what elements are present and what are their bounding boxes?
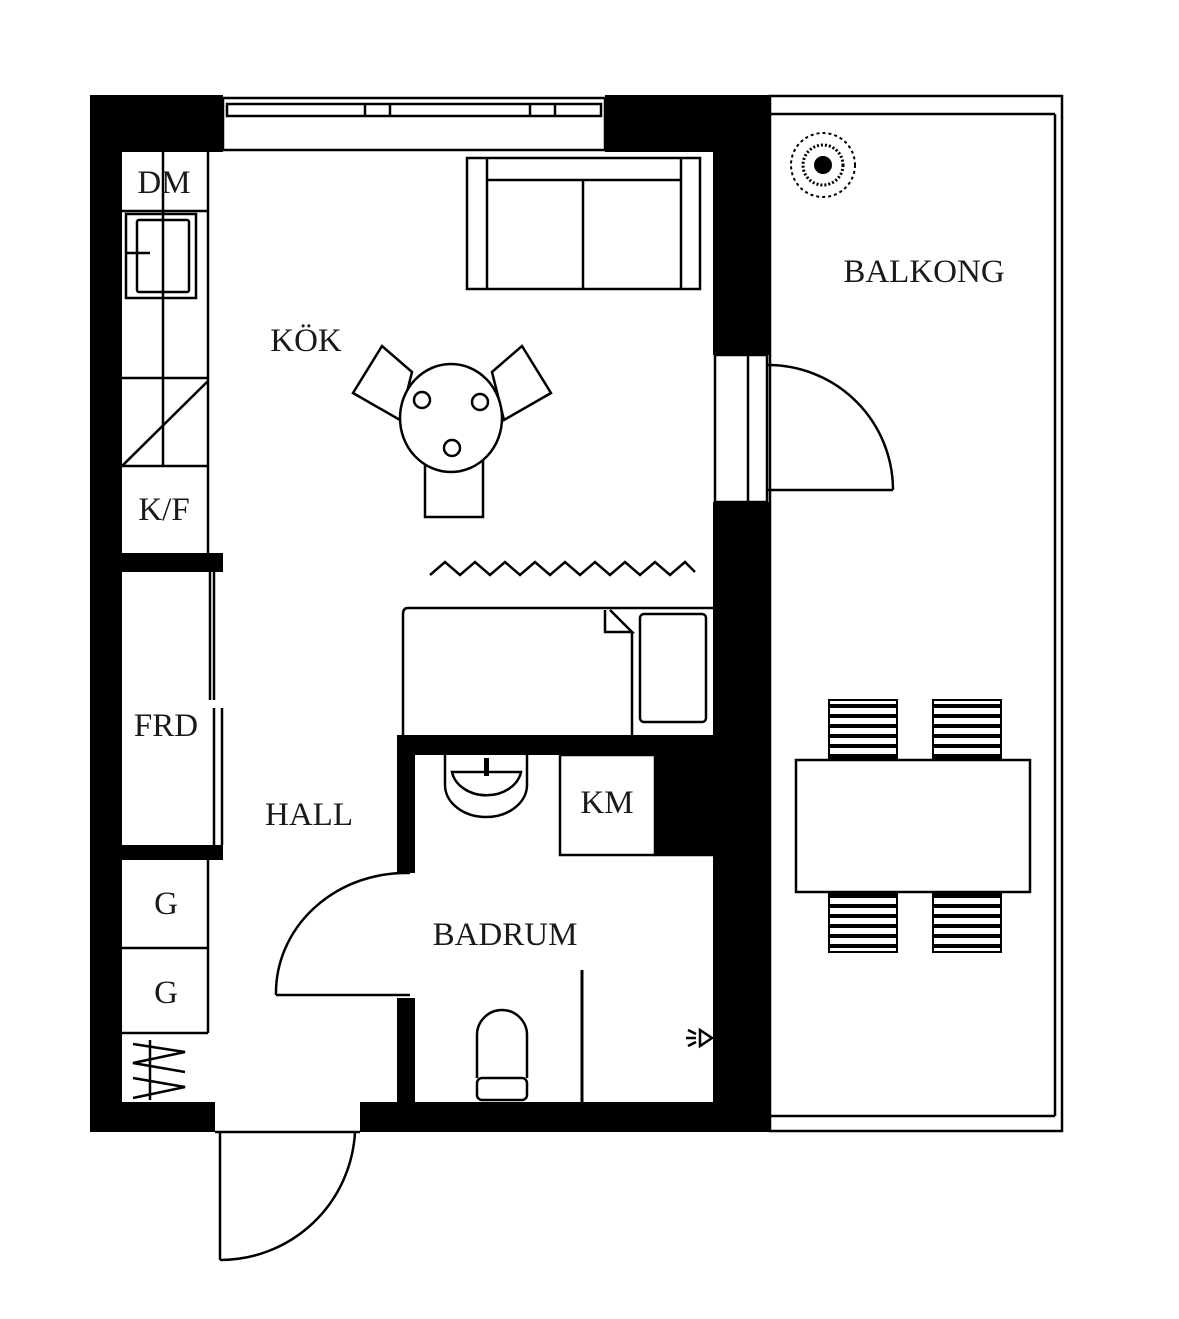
label-wardrobe-1: G: [154, 886, 178, 922]
sink-icon: [443, 755, 529, 819]
kitchen-counter: [121, 152, 210, 553]
washing-machine: [558, 753, 657, 857]
radiator-icon: [429, 560, 696, 577]
storage-doors: [208, 572, 224, 845]
chair-icon: [828, 699, 898, 759]
entry-door-swing-icon[interactable]: [215, 1130, 360, 1262]
bathroom-door-swing-icon[interactable]: [274, 871, 411, 997]
toilet-icon: [475, 1008, 529, 1102]
shower-head-icon: [686, 1027, 715, 1049]
room-label-balcony: BALKONG: [843, 254, 1004, 290]
label-dishwasher: DM: [137, 165, 190, 201]
stove-icon: [121, 380, 209, 467]
walls: [90, 95, 770, 1132]
balcony: [768, 94, 1064, 1133]
sink-icon: [124, 212, 198, 300]
chair-icon: [932, 893, 1002, 953]
round-table-icon: [351, 344, 553, 519]
wardrobes: [122, 860, 210, 1100]
window: [221, 96, 607, 152]
label-fridge-freezer: K/F: [138, 492, 189, 528]
bed-icon: [401, 606, 713, 735]
hanger-rail-icon: [132, 1040, 186, 1100]
balcony-table-icon: [794, 699, 1032, 953]
room-label-kitchen: KÖK: [270, 323, 342, 359]
balcony-door-swing-icon[interactable]: [713, 353, 895, 504]
chair-icon: [828, 893, 898, 953]
chair-icon: [490, 344, 553, 422]
plant-icon: [790, 132, 856, 198]
room-label-hall: HALL: [265, 797, 353, 833]
label-washing-machine: KM: [580, 785, 633, 821]
label-wardrobe-2: G: [154, 975, 178, 1011]
room-label-bathroom: BADRUM: [433, 917, 578, 953]
sofa-icon: [465, 156, 702, 291]
label-storage: FRD: [134, 708, 198, 744]
chair-icon: [932, 699, 1002, 759]
